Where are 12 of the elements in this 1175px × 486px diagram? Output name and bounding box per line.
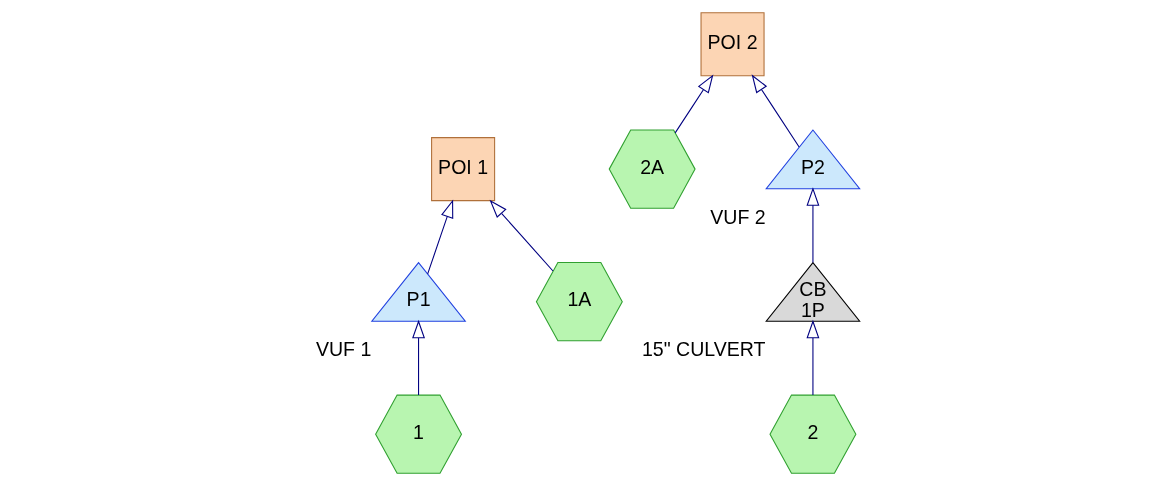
node-label: VUF 2 — [710, 205, 766, 228]
arrow — [489, 199, 554, 272]
arrow — [674, 74, 714, 134]
arrow — [427, 199, 454, 275]
node-label: VUF 1 — [315, 338, 372, 361]
arrow — [806, 187, 820, 264]
node-label: 15" CULVERT — [641, 338, 766, 361]
arrow — [806, 319, 820, 396]
arrow — [751, 74, 800, 148]
arrow — [412, 319, 426, 396]
node-box: POI 1 — [431, 137, 496, 202]
node-box: POI 2 — [700, 12, 765, 77]
